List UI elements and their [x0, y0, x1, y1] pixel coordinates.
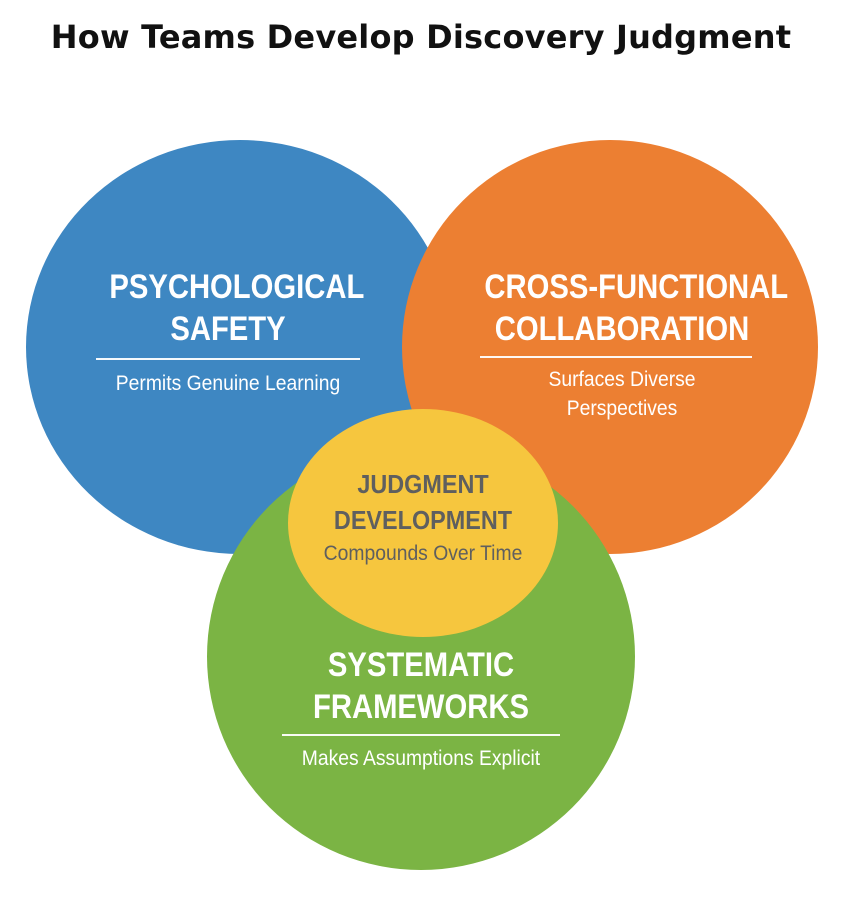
judgment-development-heading-line1: JUDGMENT [357, 469, 489, 499]
cross-functional-subtitle-line2: Perspectives [566, 397, 678, 420]
cross-functional-divider [480, 356, 752, 358]
systematic-frameworks-subtitle: Makes Assumptions Explicit [301, 747, 541, 770]
page-title: How Teams Develop Discovery Judgment [50, 18, 792, 56]
psychological-safety-heading-line2: SAFETY [170, 310, 286, 348]
psychological-safety-heading-line1: PSYCHOLOGICAL [109, 268, 365, 306]
judgment-development-subtitle: Compounds Over Time [323, 542, 523, 565]
systematic-frameworks-heading-line2: FRAMEWORKS [312, 688, 530, 726]
systematic-frameworks-divider [282, 734, 560, 736]
psychological-safety-divider [96, 358, 360, 360]
judgment-development-heading-line2: DEVELOPMENT [333, 505, 513, 535]
systematic-frameworks-heading-line1: SYSTEMATIC [327, 646, 515, 684]
cross-functional-heading-line1: CROSS-FUNCTIONAL [484, 268, 789, 306]
judgment-development-circle [288, 409, 558, 637]
cross-functional-heading-line2: COLLABORATION [494, 310, 750, 348]
cross-functional-subtitle-line1: Surfaces Diverse [548, 368, 696, 391]
psychological-safety-subtitle: Permits Genuine Learning [115, 372, 341, 395]
